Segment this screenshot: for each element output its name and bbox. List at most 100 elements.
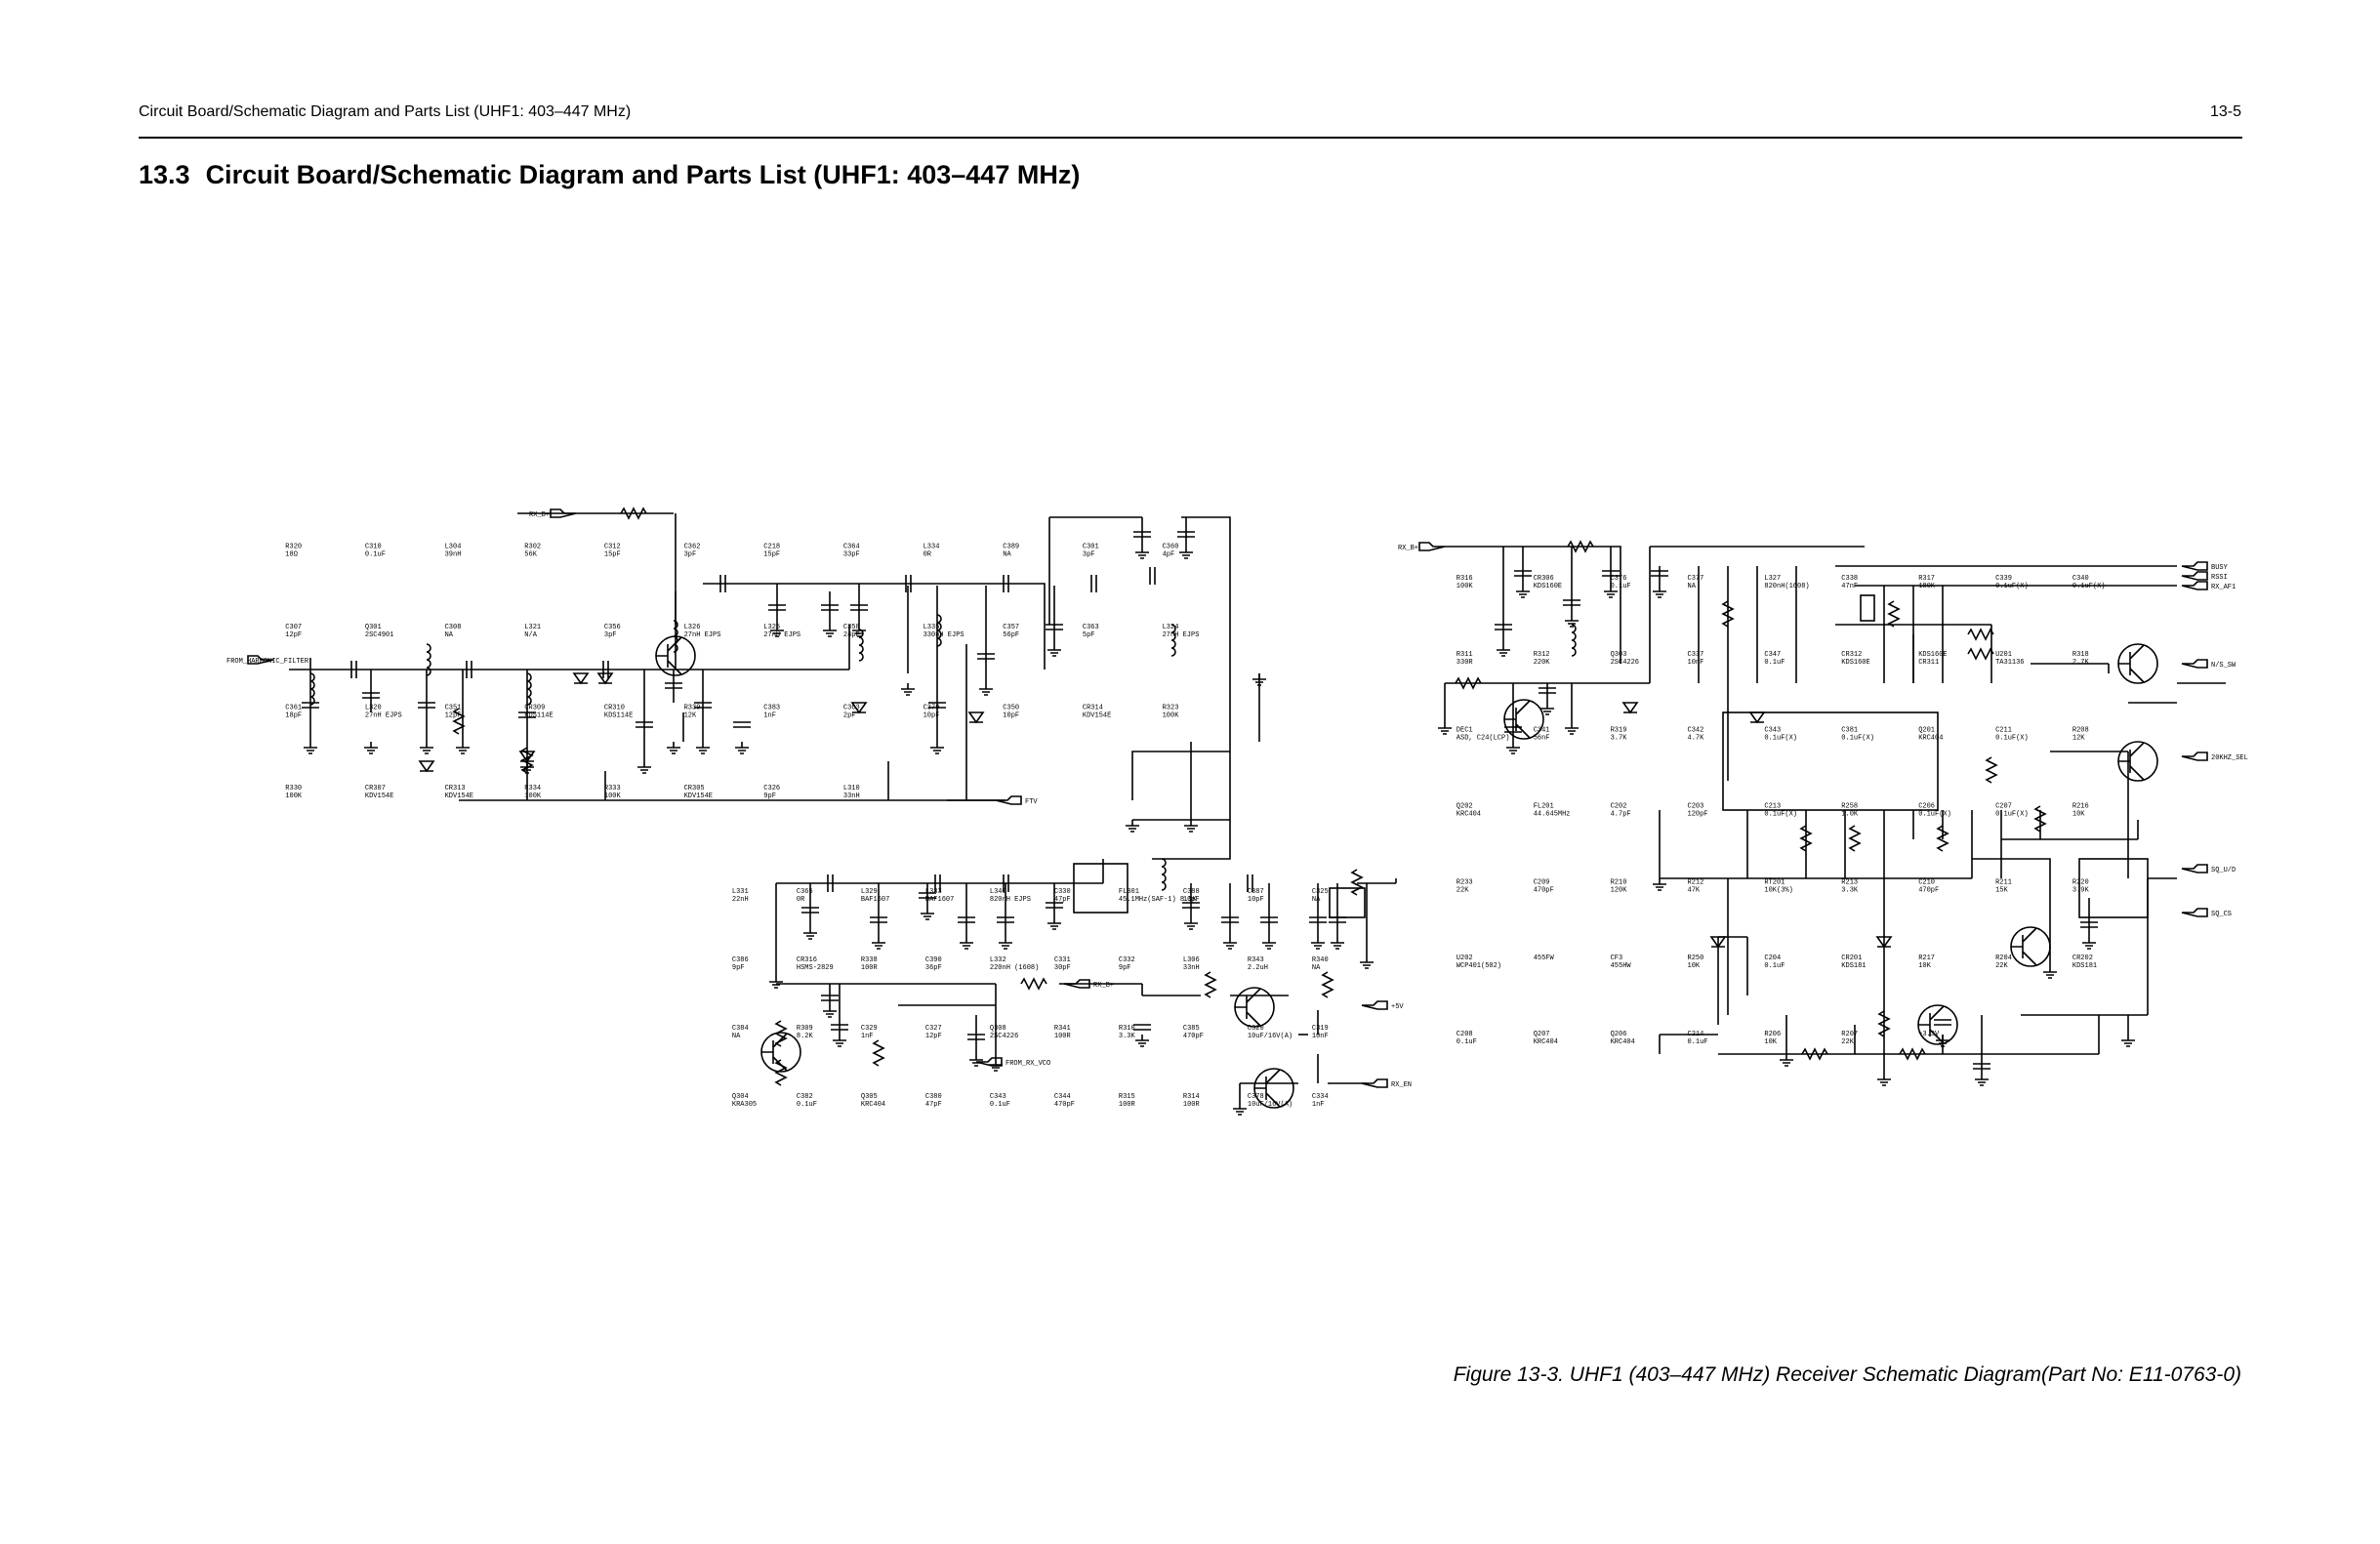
component-ref: C326 <box>763 785 780 792</box>
ground-symbol <box>1135 1035 1149 1047</box>
component-value: ASD, C24(LCP) <box>1457 735 1510 743</box>
component-value: KDS114E <box>604 711 633 719</box>
transistor-leads <box>656 636 682 675</box>
component-ref: L320 <box>365 704 382 711</box>
component-value: 0.1uF(X) <box>1841 735 1874 743</box>
component-ref: C213 <box>1764 803 1781 811</box>
component-ref: R338 <box>861 956 878 964</box>
capacitor-symbol <box>694 702 712 709</box>
component-value: N/A <box>524 631 537 639</box>
capacitor-symbol <box>1651 570 1668 577</box>
component-ref: Q206 <box>1611 1031 1627 1038</box>
component-ref: L324 <box>1163 624 1179 631</box>
component-value: 4pF <box>1163 550 1175 558</box>
component-value: 2pF <box>843 711 856 719</box>
port-label: RX_AF1 <box>2211 584 2236 591</box>
component-value: 5pF <box>1083 631 1095 639</box>
component-value: 27nH EJPS <box>365 711 402 719</box>
component-ref: R333 <box>604 785 621 792</box>
resistor-symbol <box>1985 756 1998 784</box>
capacitor-symbol <box>1973 1063 1990 1070</box>
component-value: 180K <box>1918 583 1936 590</box>
component-value: 100K <box>1457 583 1474 590</box>
component-value: NA <box>445 631 454 639</box>
ground-symbol <box>1223 937 1237 950</box>
component-ref: R314 <box>1183 1093 1200 1101</box>
capacitor-symbol <box>928 702 946 709</box>
transistor-leads <box>1504 700 1531 739</box>
ground-lines <box>1653 586 1666 598</box>
ground-lines <box>667 742 680 754</box>
component-ref: CR202 <box>2072 955 2093 962</box>
component-value: 10pF <box>1003 711 1019 719</box>
ground-lines <box>1179 547 1193 559</box>
wire <box>1131 751 1230 800</box>
ground-symbol <box>667 742 680 754</box>
ground-symbol <box>1975 1074 1989 1086</box>
capacitor-symbol <box>997 916 1014 923</box>
component-ref: R318 <box>2072 651 2089 659</box>
ground-symbol <box>1179 547 1193 559</box>
component-value: 4.7K <box>1688 735 1705 743</box>
ground-lines <box>1223 937 1237 950</box>
component-ref: R311 <box>1457 651 1473 659</box>
component-ref: R340 <box>1312 956 1329 964</box>
resistor-symbol <box>2033 805 2047 833</box>
port-connector: RSSI <box>2181 571 2228 582</box>
wire <box>703 583 1046 670</box>
ground-symbol <box>1604 586 1618 598</box>
component-value: 4.7pF <box>1611 811 1631 819</box>
ground-lines <box>637 761 651 774</box>
ground-symbol <box>1047 644 1061 657</box>
ground-lines <box>852 625 866 637</box>
capacitor-symbol <box>870 916 887 923</box>
port-shape <box>247 655 274 665</box>
transistor-symbol <box>1234 987 1275 1028</box>
component-value: 820nH(1608) <box>1764 583 1809 590</box>
component-ref: L326 <box>684 624 701 631</box>
port-shape <box>550 508 577 518</box>
discriminator-body <box>1860 594 1875 622</box>
component-value: 47K <box>1688 886 1701 894</box>
component-value: 0.1uF <box>990 1101 1010 1109</box>
component-ref: R217 <box>1918 955 1935 962</box>
component-ref: C380 <box>925 1093 942 1101</box>
resistor-symbol <box>1204 971 1217 998</box>
component-ref: C356 <box>604 624 621 631</box>
running-title: Circuit Board/Schematic Diagram and Part… <box>139 103 632 120</box>
component-ref: Q303 <box>1611 651 1627 659</box>
component-ref: C385 <box>1183 1025 1200 1033</box>
ground-symbol <box>1135 547 1149 559</box>
component-ref: C376 <box>1611 575 1627 583</box>
port-connector: BUSY <box>2181 561 2229 572</box>
schematic-ports: RX_B+FROM_HARMONIC_FILTERFTVRX_B++5VRX_E… <box>226 508 2248 1089</box>
diode-symbol <box>1875 936 1893 949</box>
component-ref: C214 <box>1688 1031 1704 1038</box>
component-ref: Q207 <box>1534 1031 1550 1038</box>
resistor-symbol <box>1801 1047 1828 1061</box>
